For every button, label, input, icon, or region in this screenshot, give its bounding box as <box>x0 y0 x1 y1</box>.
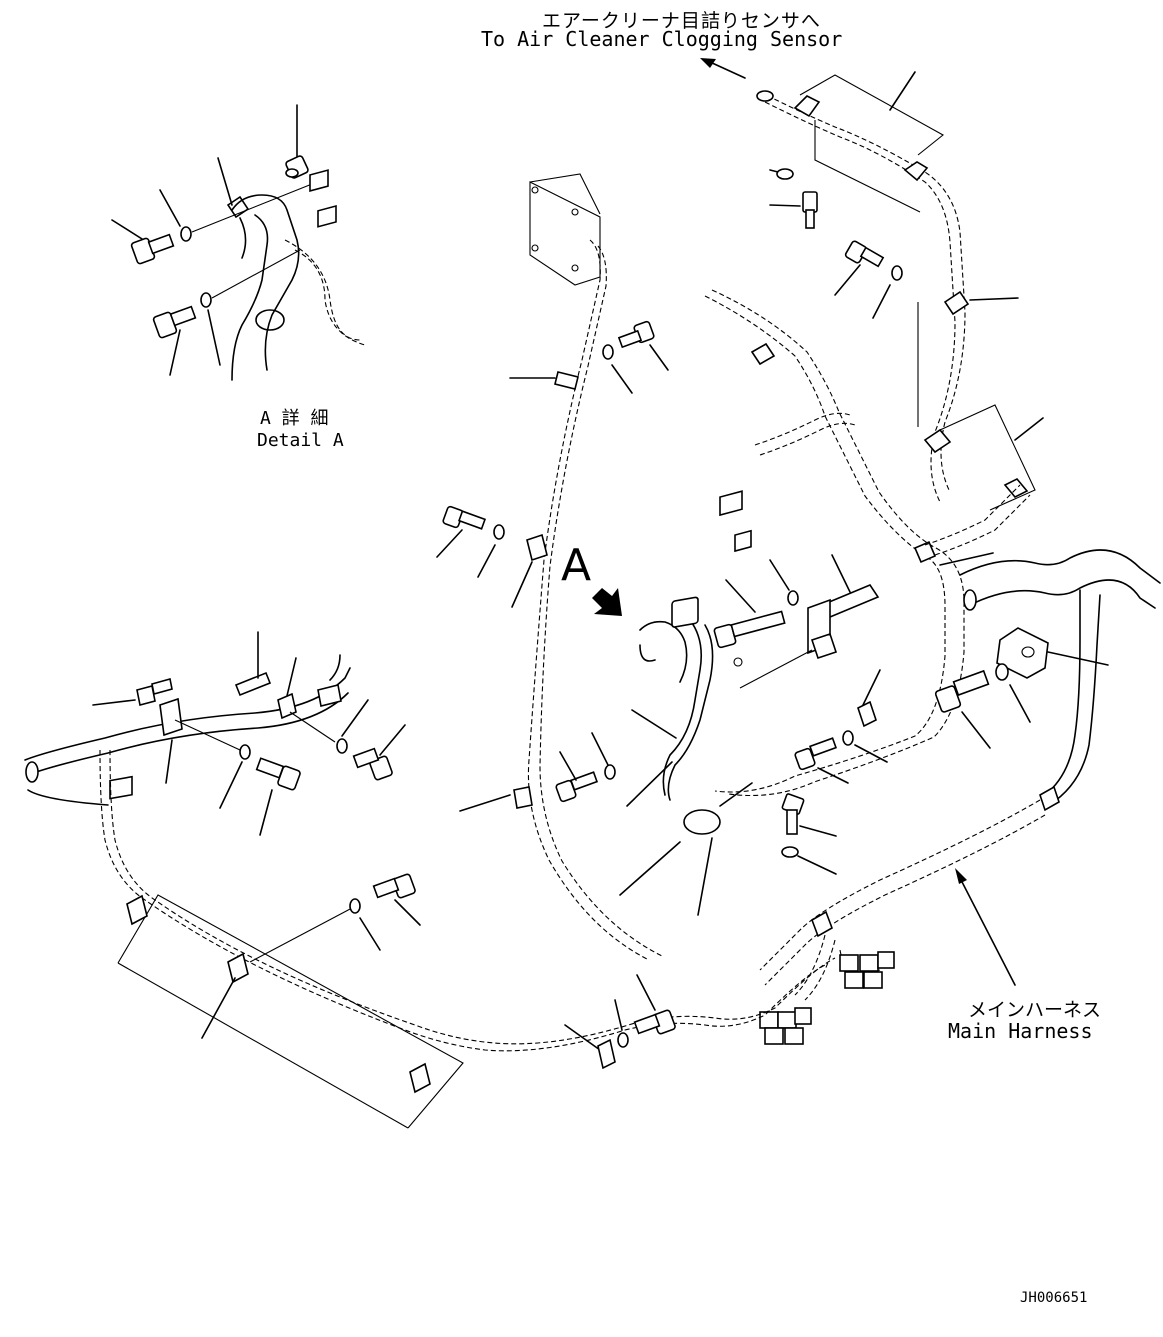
center-bracket-harness <box>436 173 669 961</box>
detail-a-washer-lower <box>200 292 212 308</box>
detail-a-title-jp: A 詳 細 <box>260 408 329 429</box>
view-a-marker: A <box>561 540 592 591</box>
main-harness-label-en: Main Harness <box>948 1019 1093 1043</box>
center-component-group <box>555 490 888 916</box>
view-a-arrow <box>592 588 622 616</box>
detail-a-bolt-lower <box>152 305 197 339</box>
detail-a-sleeve <box>285 155 309 179</box>
left-harness-loop <box>24 631 836 1052</box>
lower-clamp-panel <box>117 873 676 1129</box>
air-cleaner-label-en: To Air Cleaner Clogging Sensor <box>481 27 843 51</box>
detail-a-view <box>111 104 366 381</box>
detail-a-clamp-harness <box>226 169 366 381</box>
right-harness-trunk <box>704 289 1161 1045</box>
detail-a-washer-upper <box>180 226 192 242</box>
detail-a-title-en: Detail A <box>257 430 344 451</box>
main-harness-label-jp: メインハーネス <box>968 999 1102 1021</box>
drawing-number: JH006651 <box>1020 1290 1088 1306</box>
air-cleaner-label-jp: エアークリーナ目詰りセンサへ <box>542 10 821 32</box>
sensor-branch-harness <box>700 58 1044 511</box>
detail-a-bolt-upper <box>130 233 175 265</box>
